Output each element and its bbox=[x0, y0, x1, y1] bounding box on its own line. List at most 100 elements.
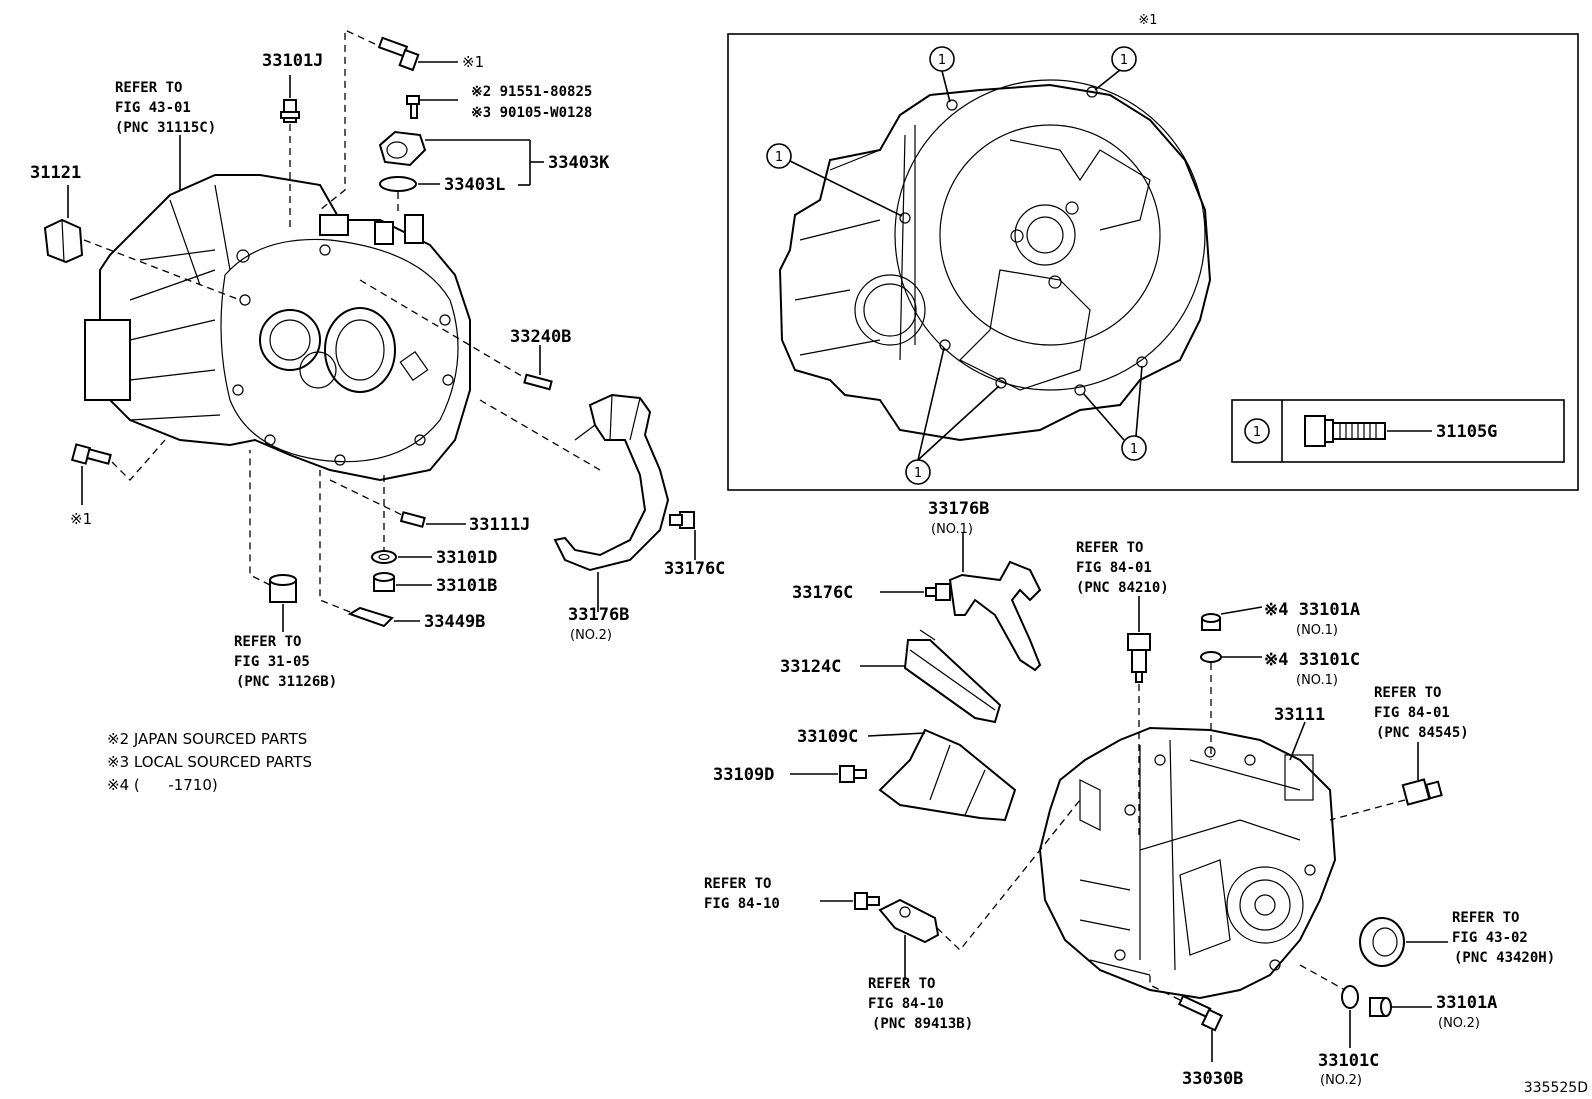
o-ring-33403L bbox=[379, 176, 417, 192]
note-line: ※2 JAPAN SOURCED PARTS bbox=[107, 730, 307, 748]
callout-1: 1 bbox=[766, 143, 903, 217]
label-33101C: ※4 33101C bbox=[1264, 650, 1360, 670]
right-small-parts bbox=[790, 532, 1448, 1062]
label-90105-W0128: ※3 90105-W0128 bbox=[471, 105, 592, 121]
plug-31126B bbox=[269, 574, 297, 603]
sensor-89413B bbox=[878, 898, 940, 944]
svg-text:1: 1 bbox=[938, 53, 946, 68]
refer-pnc-label: (PNC 31126B) bbox=[236, 674, 337, 690]
label-no2: (NO.2) bbox=[570, 628, 612, 643]
bolt-icon bbox=[377, 36, 420, 72]
label-33101A: 33101A bbox=[1436, 993, 1497, 1013]
refer-label: REFER TO bbox=[1076, 540, 1143, 556]
label-91551-80825: ※2 91551-80825 bbox=[471, 84, 592, 100]
refer-fig-label: FIG 84-10 bbox=[868, 996, 944, 1012]
label-33176B: 33176B bbox=[928, 499, 989, 519]
sensor-84210 bbox=[1127, 633, 1151, 683]
label-33109D: 33109D bbox=[713, 765, 774, 785]
label-33111J: 33111J bbox=[469, 515, 530, 535]
refer-label: REFER TO bbox=[1374, 685, 1441, 701]
label-33176C: 33176C bbox=[792, 583, 853, 603]
cover-33109C bbox=[878, 728, 1017, 822]
refer-label: REFER TO bbox=[1452, 910, 1519, 926]
label-mark1: ※1 bbox=[70, 510, 92, 528]
label-33176B: 33176B bbox=[568, 605, 629, 625]
refer-fig-label: FIG 84-01 bbox=[1076, 560, 1152, 576]
refer-pnc-label: (PNC 84545) bbox=[1376, 725, 1469, 741]
diagram-id: 335525D bbox=[1524, 1080, 1588, 1096]
label-33101J: 33101J bbox=[262, 51, 323, 71]
inset-mark: ※1 bbox=[1138, 13, 1157, 28]
label-33449B: 33449B bbox=[424, 612, 485, 632]
rail-33124C bbox=[903, 639, 1002, 724]
label-no2: (NO.2) bbox=[1438, 1016, 1480, 1031]
left-small-parts bbox=[43, 28, 696, 632]
label-33240B: 33240B bbox=[510, 327, 571, 347]
pin-33240B bbox=[523, 373, 553, 391]
label-33101C: 33101C bbox=[1318, 1051, 1379, 1071]
flange-bolt-icon bbox=[1304, 415, 1386, 447]
plug-33101J bbox=[280, 99, 300, 123]
clutch-housing-drawing bbox=[84, 174, 471, 482]
svg-text:1: 1 bbox=[1130, 442, 1138, 457]
refer-fig-label: FIG 84-01 bbox=[1374, 705, 1450, 721]
bracket-33176B-no2 bbox=[553, 393, 670, 572]
left-labels: 33101J ※1 ※2 91551-80825 ※3 90105-W0128 … bbox=[30, 51, 725, 690]
inset-frame bbox=[727, 33, 1579, 491]
legend-part-number: 31105G bbox=[1436, 422, 1497, 442]
refer-label: REFER TO bbox=[868, 976, 935, 992]
refer-pnc-label: (PNC 89413B) bbox=[872, 1016, 973, 1032]
gasket-33101C-no2 bbox=[1341, 985, 1359, 1009]
refer-fig-label: FIG 84-10 bbox=[704, 896, 780, 912]
refer-label: REFER TO bbox=[115, 80, 182, 96]
inset-legend: 1 31105G bbox=[1231, 399, 1565, 463]
plug-33101A-no2 bbox=[1369, 997, 1392, 1017]
cap-31121 bbox=[43, 218, 84, 264]
callout-1: 1 bbox=[1094, 46, 1137, 91]
bolt-icon bbox=[839, 765, 867, 783]
gasket-33101D bbox=[371, 550, 397, 564]
inset-panel: ※1 1 1 bbox=[727, 13, 1579, 491]
bolt-icon bbox=[925, 583, 951, 601]
label-33101B: 33101B bbox=[436, 576, 497, 596]
refer-fig-label: FIG 43-01 bbox=[115, 100, 191, 116]
sensor-84545 bbox=[1401, 778, 1443, 806]
label-33101A: ※4 33101A bbox=[1264, 600, 1360, 620]
inset-callouts: 1 1 1 1 1 bbox=[766, 46, 1147, 485]
svg-text:1: 1 bbox=[914, 466, 922, 481]
gasket-33101C-no1 bbox=[1200, 651, 1222, 663]
bolt-icon bbox=[854, 892, 880, 910]
refer-fig-label: FIG 43-02 bbox=[1452, 930, 1528, 946]
refer-pnc-label: (PNC 84210) bbox=[1076, 580, 1169, 596]
note-line: ※4 ( -1710) bbox=[107, 776, 218, 794]
callout-1: 1 bbox=[929, 46, 955, 103]
label-33176C: 33176C bbox=[664, 559, 725, 579]
bolt-icon bbox=[669, 511, 695, 529]
inset-housing-drawing bbox=[778, 79, 1212, 442]
label-33124C: 33124C bbox=[780, 657, 841, 677]
label-no1: (NO.1) bbox=[931, 522, 973, 537]
label-33109C: 33109C bbox=[797, 727, 858, 747]
refer-pnc-label: (PNC 31115C) bbox=[115, 120, 216, 136]
notes: ※2 JAPAN SOURCED PARTS ※3 LOCAL SOURCED … bbox=[107, 730, 312, 794]
label-mark1: ※1 bbox=[462, 53, 484, 71]
label-no1: (NO.1) bbox=[1296, 673, 1338, 688]
label-no2: (NO.2) bbox=[1320, 1073, 1362, 1088]
refer-fig-label: FIG 31-05 bbox=[234, 654, 310, 670]
bolt-icon bbox=[70, 443, 112, 465]
seal-43420H bbox=[1359, 917, 1405, 967]
plug-33101A-no1 bbox=[1201, 613, 1221, 631]
magnet-33449B bbox=[347, 606, 394, 628]
svg-text:1: 1 bbox=[1120, 53, 1128, 68]
label-33030B: 33030B bbox=[1182, 1069, 1243, 1089]
svg-text:1: 1 bbox=[775, 150, 783, 165]
label-33403L: 33403L bbox=[444, 175, 505, 195]
bolt-icon bbox=[1177, 994, 1224, 1032]
legend-callout: 1 bbox=[1253, 425, 1261, 440]
refer-label: REFER TO bbox=[704, 876, 771, 892]
plug-33101B bbox=[373, 572, 395, 592]
bracket-33176B-no1 bbox=[948, 560, 1042, 672]
callout-1: 1 bbox=[905, 347, 1000, 485]
cover-33403K bbox=[378, 130, 427, 167]
label-33111: 33111 bbox=[1274, 705, 1325, 725]
